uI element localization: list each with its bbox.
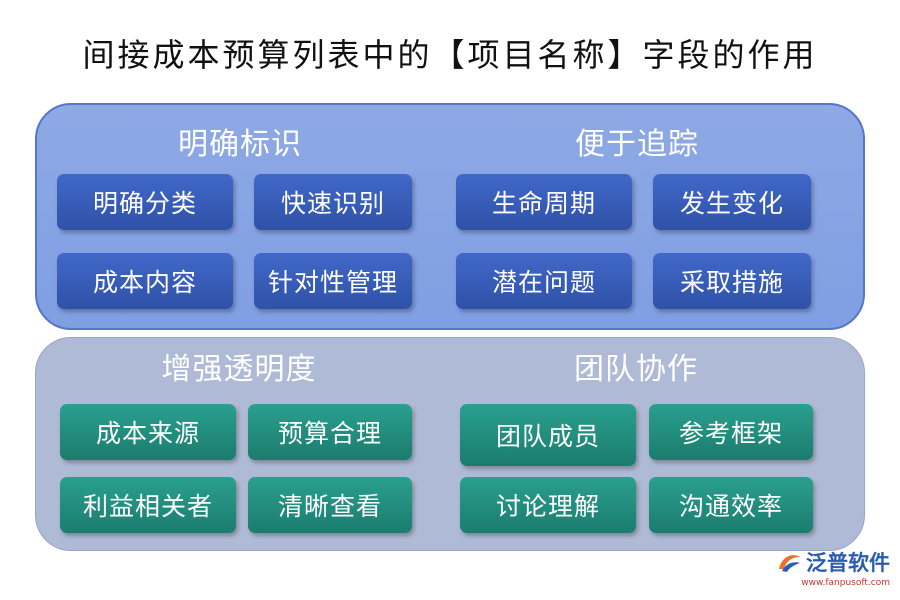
item-life-cycle: 生命周期 bbox=[456, 174, 632, 230]
fanpu-logo: 泛普软件 www.fanpusoft.com bbox=[776, 547, 890, 588]
item-team-members: 团队成员 bbox=[460, 404, 636, 466]
page-title: 间接成本预算列表中的【项目名称】字段的作用 bbox=[82, 36, 818, 74]
item-discuss-understand: 讨论理解 bbox=[460, 477, 636, 533]
heading-team-collaboration: 团队协作 bbox=[574, 352, 698, 387]
item-cost-content: 成本内容 bbox=[57, 253, 233, 309]
logo-brand: 泛普软件 bbox=[806, 551, 890, 575]
item-communication-efficiency: 沟通效率 bbox=[649, 477, 813, 533]
item-quick-identify: 快速识别 bbox=[254, 174, 412, 230]
item-stakeholders: 利益相关者 bbox=[60, 477, 236, 533]
heading-clear-identification: 明确标识 bbox=[178, 127, 302, 162]
item-cost-source: 成本来源 bbox=[60, 404, 236, 460]
item-take-measures: 采取措施 bbox=[653, 253, 811, 309]
item-clear-classification: 明确分类 bbox=[57, 174, 233, 230]
logo-url: www.fanpusoft.com bbox=[801, 578, 890, 588]
fanpu-logo-icon bbox=[779, 555, 800, 572]
bottom-panel: 增强透明度 团队协作 成本来源 预算合理 利益相关者 清晰查看 团队成员 参考框… bbox=[35, 337, 865, 551]
item-budget-reasonable: 预算合理 bbox=[248, 404, 412, 460]
item-changes-occur: 发生变化 bbox=[653, 174, 811, 230]
item-reference-framework: 参考框架 bbox=[649, 404, 813, 460]
top-panel: 明确标识 便于追踪 明确分类 快速识别 成本内容 针对性管理 生命周期 发生变化… bbox=[35, 103, 865, 330]
item-targeted-management: 针对性管理 bbox=[254, 253, 412, 309]
item-potential-issues: 潜在问题 bbox=[456, 253, 632, 309]
item-clear-view: 清晰查看 bbox=[248, 477, 412, 533]
heading-enhance-transparency: 增强透明度 bbox=[161, 352, 317, 387]
heading-easy-tracking: 便于追踪 bbox=[575, 127, 699, 162]
